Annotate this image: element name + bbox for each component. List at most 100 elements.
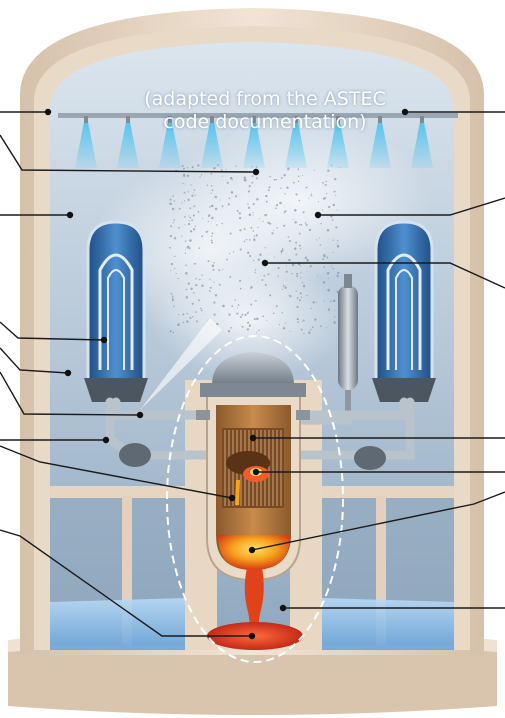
aerosol-particle xyxy=(301,321,302,322)
aerosol-particle xyxy=(177,323,180,326)
aerosol-particle xyxy=(284,193,285,194)
aerosol-particle xyxy=(173,306,175,308)
aerosol-particle xyxy=(247,203,248,204)
aerosol-particle xyxy=(170,270,171,271)
aerosol-particle xyxy=(284,322,285,323)
sump-water-right xyxy=(322,598,454,650)
aerosol-particle xyxy=(281,252,282,253)
aerosol-particle xyxy=(194,263,196,265)
aerosol-particle xyxy=(311,195,312,196)
reactor-coolant-pump-left xyxy=(119,443,151,467)
aerosol-particle xyxy=(179,208,181,210)
aerosol-particle xyxy=(276,305,278,307)
aerosol-particle xyxy=(291,273,292,274)
leader-endpoint xyxy=(315,212,321,218)
aerosol-particle xyxy=(337,275,339,277)
aerosol-particle xyxy=(273,312,275,314)
aerosol-particle xyxy=(327,289,330,292)
aerosol-particle xyxy=(244,177,247,180)
caption-line-1: (adapted from the ASTEC xyxy=(90,88,440,111)
aerosol-particle xyxy=(300,292,302,294)
aerosol-particle xyxy=(173,219,175,221)
aerosol-particle xyxy=(278,276,279,277)
aerosol-particle xyxy=(311,193,312,194)
aerosol-particle xyxy=(318,201,319,202)
aerosol-particle xyxy=(310,265,312,267)
aerosol-particle xyxy=(275,207,277,209)
aerosol-particle xyxy=(278,267,280,269)
aerosol-particle xyxy=(226,169,227,170)
aerosol-particle xyxy=(235,195,237,197)
aerosol-particle xyxy=(290,331,291,332)
aerosol-particle xyxy=(268,273,270,275)
aerosol-particle xyxy=(192,316,193,317)
aerosol-particle xyxy=(211,239,213,241)
aerosol-particle xyxy=(219,284,221,286)
aerosol-particle xyxy=(252,176,253,177)
aerosol-particle xyxy=(334,310,335,311)
aerosol-particle xyxy=(189,247,191,249)
aerosol-particle xyxy=(256,198,259,201)
aerosol-particle xyxy=(221,223,222,224)
aerosol-particle xyxy=(303,211,305,213)
aerosol-particle xyxy=(182,313,184,315)
aerosol-particle xyxy=(169,202,172,205)
aerosol-particle xyxy=(306,187,308,189)
aerosol-particle xyxy=(293,219,294,220)
aerosol-particle xyxy=(333,252,334,253)
leader-endpoint xyxy=(137,412,143,418)
aerosol-particle xyxy=(202,218,203,219)
aerosol-particle xyxy=(302,175,303,176)
aerosol-particle xyxy=(174,256,175,257)
aerosol-particle xyxy=(171,263,173,265)
aerosol-particle xyxy=(325,184,327,186)
aerosol-particle xyxy=(170,199,172,201)
aerosol-particle xyxy=(286,266,287,267)
aerosol-particle xyxy=(198,299,200,301)
aerosol-particle xyxy=(299,200,301,202)
aerosol-particle xyxy=(182,165,184,167)
aerosol-particle xyxy=(282,248,283,249)
aerosol-particle xyxy=(297,321,299,323)
aerosol-particle xyxy=(305,257,307,259)
aerosol-particle xyxy=(172,299,174,301)
aerosol-particle xyxy=(187,313,188,314)
aerosol-particle xyxy=(249,255,251,257)
aerosol-particle xyxy=(216,224,218,226)
aerosol-particle xyxy=(207,231,208,232)
aerosol-particle xyxy=(228,203,230,205)
aerosol-particle xyxy=(299,299,301,301)
aerosol-particle xyxy=(337,272,339,274)
aerosol-particle xyxy=(235,166,236,167)
aerosol-particle xyxy=(308,197,309,198)
aerosol-particle xyxy=(199,176,200,177)
aerosol-particle xyxy=(208,221,209,222)
aerosol-particle xyxy=(185,264,187,266)
aerosol-particle xyxy=(196,320,198,322)
aerosol-particle xyxy=(185,249,186,250)
aerosol-particle xyxy=(254,318,256,320)
aerosol-particle xyxy=(322,258,324,260)
aerosol-particle xyxy=(333,300,335,302)
aerosol-particle xyxy=(183,322,184,323)
aerosol-particle xyxy=(182,183,183,184)
aerosol-particle xyxy=(306,259,309,262)
aerosol-particle xyxy=(231,305,233,307)
aerosol-particle xyxy=(310,329,311,330)
aerosol-particle xyxy=(259,218,260,219)
aerosol-particle xyxy=(327,272,330,275)
aerosol-particle xyxy=(337,245,340,248)
aerosol-particle xyxy=(236,313,238,315)
aerosol-particle xyxy=(265,195,267,197)
aerosol-particle xyxy=(211,173,213,175)
aerosol-particle xyxy=(268,189,270,191)
leader-endpoint xyxy=(250,435,256,441)
aerosol-particle xyxy=(261,279,263,281)
aerosol-particle xyxy=(189,317,191,319)
aerosol-particle xyxy=(306,295,307,296)
aerosol-particle xyxy=(326,193,327,194)
aerosol-particle xyxy=(240,288,242,290)
aerosol-particle xyxy=(185,224,186,225)
aerosol-particle xyxy=(170,225,172,227)
aerosol-particle xyxy=(327,170,329,172)
